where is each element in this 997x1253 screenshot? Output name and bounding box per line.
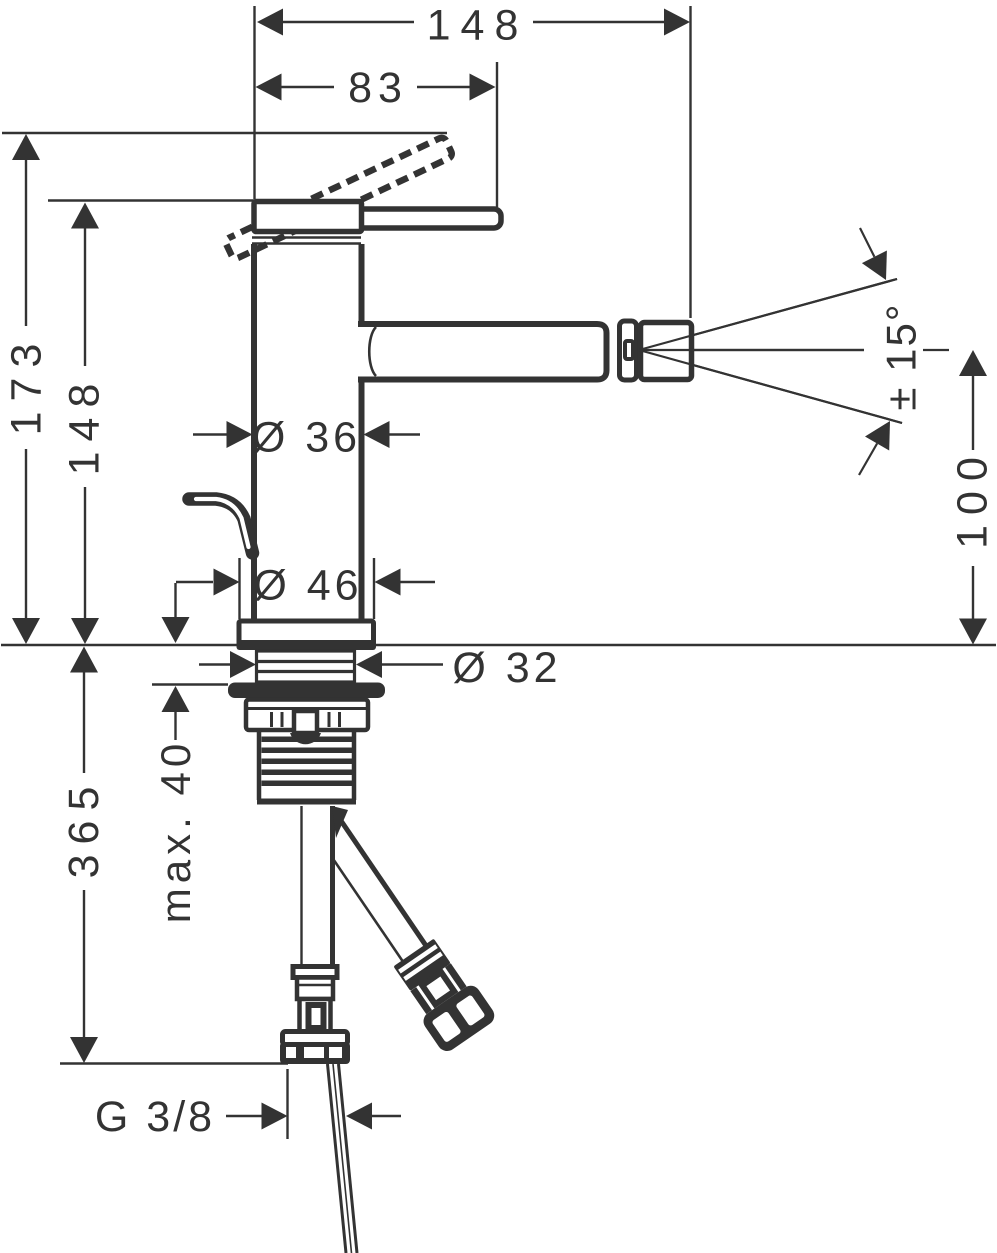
svg-text:173: 173 bbox=[3, 334, 51, 436]
svg-text:Ø 46: Ø 46 bbox=[253, 562, 362, 610]
svg-text:148: 148 bbox=[61, 374, 109, 476]
svg-text:100: 100 bbox=[949, 447, 997, 549]
svg-text:± 15°: ± 15° bbox=[878, 302, 925, 410]
svg-text:365: 365 bbox=[60, 777, 108, 879]
svg-text:G 3/8: G 3/8 bbox=[95, 1093, 215, 1141]
svg-text:max. 40: max. 40 bbox=[152, 739, 199, 923]
svg-text:83: 83 bbox=[348, 64, 408, 112]
svg-text:Ø 36: Ø 36 bbox=[252, 414, 361, 462]
svg-text:148: 148 bbox=[427, 2, 529, 50]
svg-text:Ø 32: Ø 32 bbox=[452, 644, 561, 692]
